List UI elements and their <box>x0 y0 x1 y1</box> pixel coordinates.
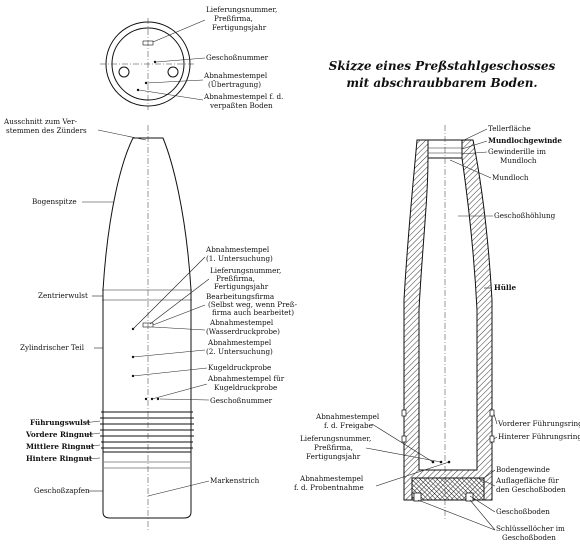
label-bearbeitung-3: firma auch bearbeitet) <box>212 308 294 317</box>
label-lieferung-mid-3: Fertigungsjahr <box>214 282 269 291</box>
label-schluessel-1: Schlüssellöcher im <box>496 524 565 533</box>
label-geschossnummer-mid: Geschoßnummer <box>210 396 273 405</box>
label-vorderer-fuehrungsring: Vorderer Führungsring <box>497 419 580 428</box>
label-fuehrungswulst: Führungswulst <box>30 418 91 427</box>
label-zylindrischer: Zylindrischer Teil <box>20 343 85 352</box>
label-bodengewinde: Bodengewinde <box>496 465 550 474</box>
label-lieferung-top-3: Fertigungsjahr <box>212 23 267 32</box>
ogive-outline <box>102 137 192 453</box>
label-abnahme-freigabe-1: Abnahmestempel <box>315 412 380 421</box>
left-labels: Lieferungsnummer, Preßfirma, Fertigungsj… <box>3 5 298 497</box>
label-bearbeitung-1: Bearbeitungsfirma <box>206 292 275 301</box>
label-mittlere-ringnut: Mittlere Ringnut <box>26 442 95 451</box>
label-bearbeitung-2: (Selbst weg, wenn Preß- <box>208 300 298 309</box>
label-abnahme-boden-1: Abnahmestempel f. d. <box>203 92 283 101</box>
label-abnahme1-2: (1. Untersuchung) <box>206 254 273 263</box>
exterior-shell <box>100 125 194 530</box>
label-huelle: Hülle <box>494 283 516 292</box>
label-vordere-ringnut: Vordere Ringnut <box>25 430 93 439</box>
label-abnahme2-1: Abnahmestempel <box>207 338 272 347</box>
label-geschosszapfen: Geschoßzapfen <box>34 486 90 495</box>
base-section <box>102 452 192 519</box>
key-hole-left <box>118 66 130 78</box>
label-ausschnitt-1: Ausschnitt zum Ver- <box>3 117 78 126</box>
label-auflageflaeche-2: den Geschoßboden <box>496 485 566 494</box>
label-hintere-ringnut: Hintere Ringnut <box>26 454 93 463</box>
label-schluessel-2: Geschoßboden <box>502 533 556 542</box>
top-view <box>100 18 196 110</box>
label-tellerflaeche: Tellerfläche <box>488 124 531 133</box>
label-gewinderille-1: Gewinderille im <box>488 147 546 156</box>
label-lieferung-r-1: Lieferungsnummer, <box>300 434 371 443</box>
label-auflageflaeche-1: Auflagefläche für <box>495 476 559 485</box>
label-geschosshoehlung: Geschoßhöhlung <box>494 211 556 220</box>
shell-cavity <box>418 157 478 471</box>
label-wasserdruck-2: (Wasserdruckprobe) <box>206 327 280 336</box>
label-abnahme2-2: (2. Untersuchung) <box>206 347 273 356</box>
title-line-1: Skizze eines Preßstahlgeschosses <box>329 59 556 73</box>
label-wasserdruck-1: Abnahmestempel <box>209 318 274 327</box>
label-lieferung-top-1: Lieferungsnummer, <box>206 5 277 14</box>
label-lieferung-mid-2: Preßfirma, <box>216 274 255 283</box>
label-mundloch: Mundloch <box>492 173 529 182</box>
label-bogenspitze: Bogenspitze <box>32 197 77 206</box>
label-kugeldruck: Kugeldruckprobe <box>208 363 271 372</box>
label-abnahme-kugel-1: Abnahmestempel für <box>207 374 285 383</box>
label-abnahme-proben-1: Abnahmestempel <box>299 474 364 483</box>
key-hole-right <box>167 66 179 78</box>
label-abnahme-proben-2: f. d. Probentnahme <box>294 483 364 492</box>
label-abnahme1-1: Abnahmestempel <box>205 245 270 254</box>
label-abnahme-freigabe-2: f. d. Freigabe <box>324 421 373 430</box>
label-hinterer-fuehrungsring: Hinterer Führungsring <box>498 432 580 441</box>
label-markenstrich: Markenstrich <box>210 476 260 485</box>
label-gewinderille-2: Mundloch <box>500 156 537 165</box>
label-ausschnitt-2: stemmen des Zünders <box>6 126 87 135</box>
section-shell <box>401 125 495 520</box>
label-lieferung-r-2: Preßfirma, <box>314 443 353 452</box>
label-lieferung-top-2: Preßfirma, <box>214 14 253 23</box>
label-abnahme-kugel-2: Kugeldruckprobe <box>214 383 277 392</box>
label-zentrierwulst: Zentrierwulst <box>38 291 88 300</box>
label-geschossboden: Geschoßboden <box>496 507 550 516</box>
label-lieferung-mid-1: Lieferungsnummer, <box>210 266 281 275</box>
label-abnahme-uebertr-2: (Übertragung) <box>208 80 261 89</box>
title-line-2: mit abschraubbarem Boden. <box>346 76 537 90</box>
label-geschossnummer-top: Geschoßnummer <box>206 53 269 62</box>
label-mundlochgewinde: Mundlochgewinde <box>488 136 562 145</box>
label-abnahme-boden-2: verpaßten Boden <box>209 101 273 110</box>
right-labels: Tellerfläche Mundlochgewinde Gewinderill… <box>294 124 580 542</box>
label-lieferung-r-3: Fertigungsjahr <box>306 452 361 461</box>
label-abnahme-uebertr-1: Abnahmestempel <box>203 71 268 80</box>
